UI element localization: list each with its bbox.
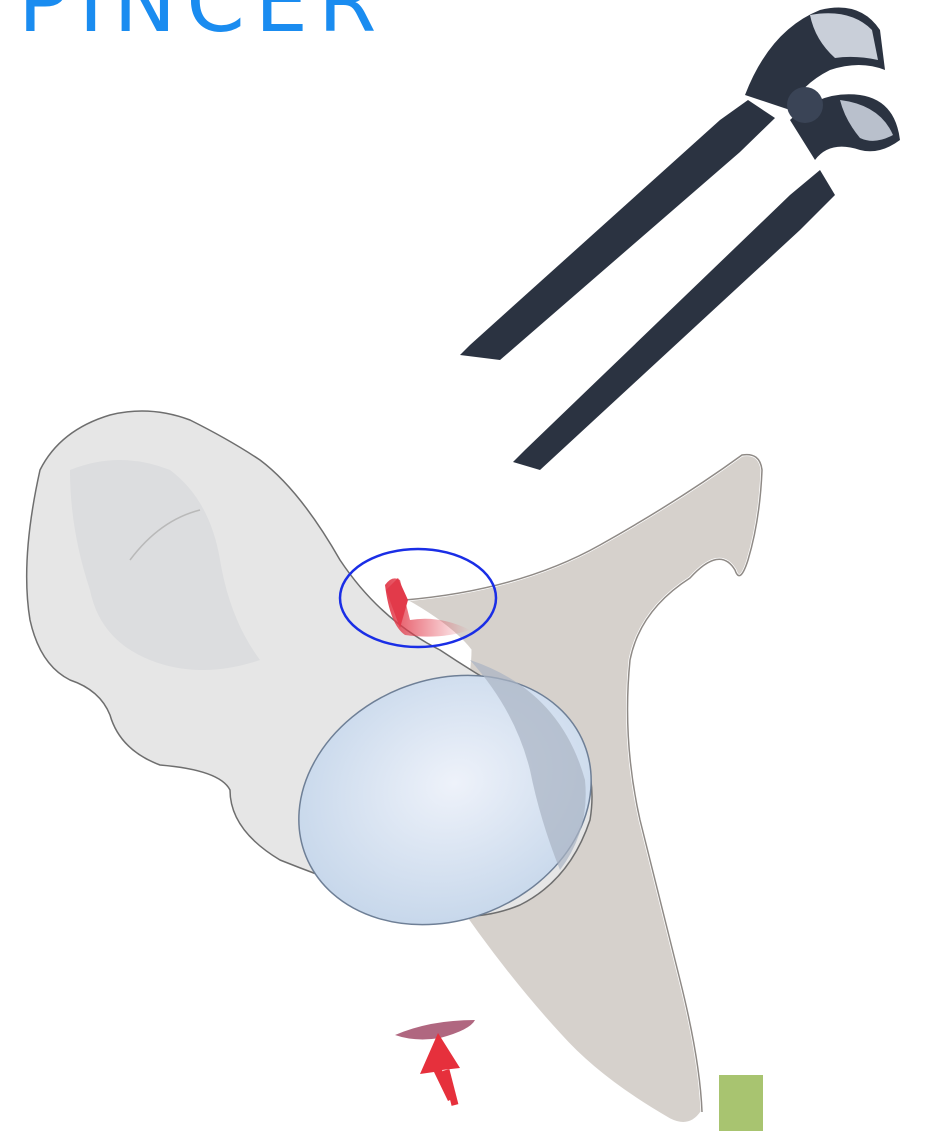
pincer-handle-left — [460, 100, 775, 360]
accent-square — [719, 1075, 763, 1131]
pincer-tool-icon — [460, 8, 900, 471]
contrecoup-lesion — [395, 1020, 475, 1039]
pincer-pivot — [787, 87, 823, 123]
arrow-up-icon — [420, 1033, 460, 1105]
pincer-handle-right — [513, 170, 835, 470]
